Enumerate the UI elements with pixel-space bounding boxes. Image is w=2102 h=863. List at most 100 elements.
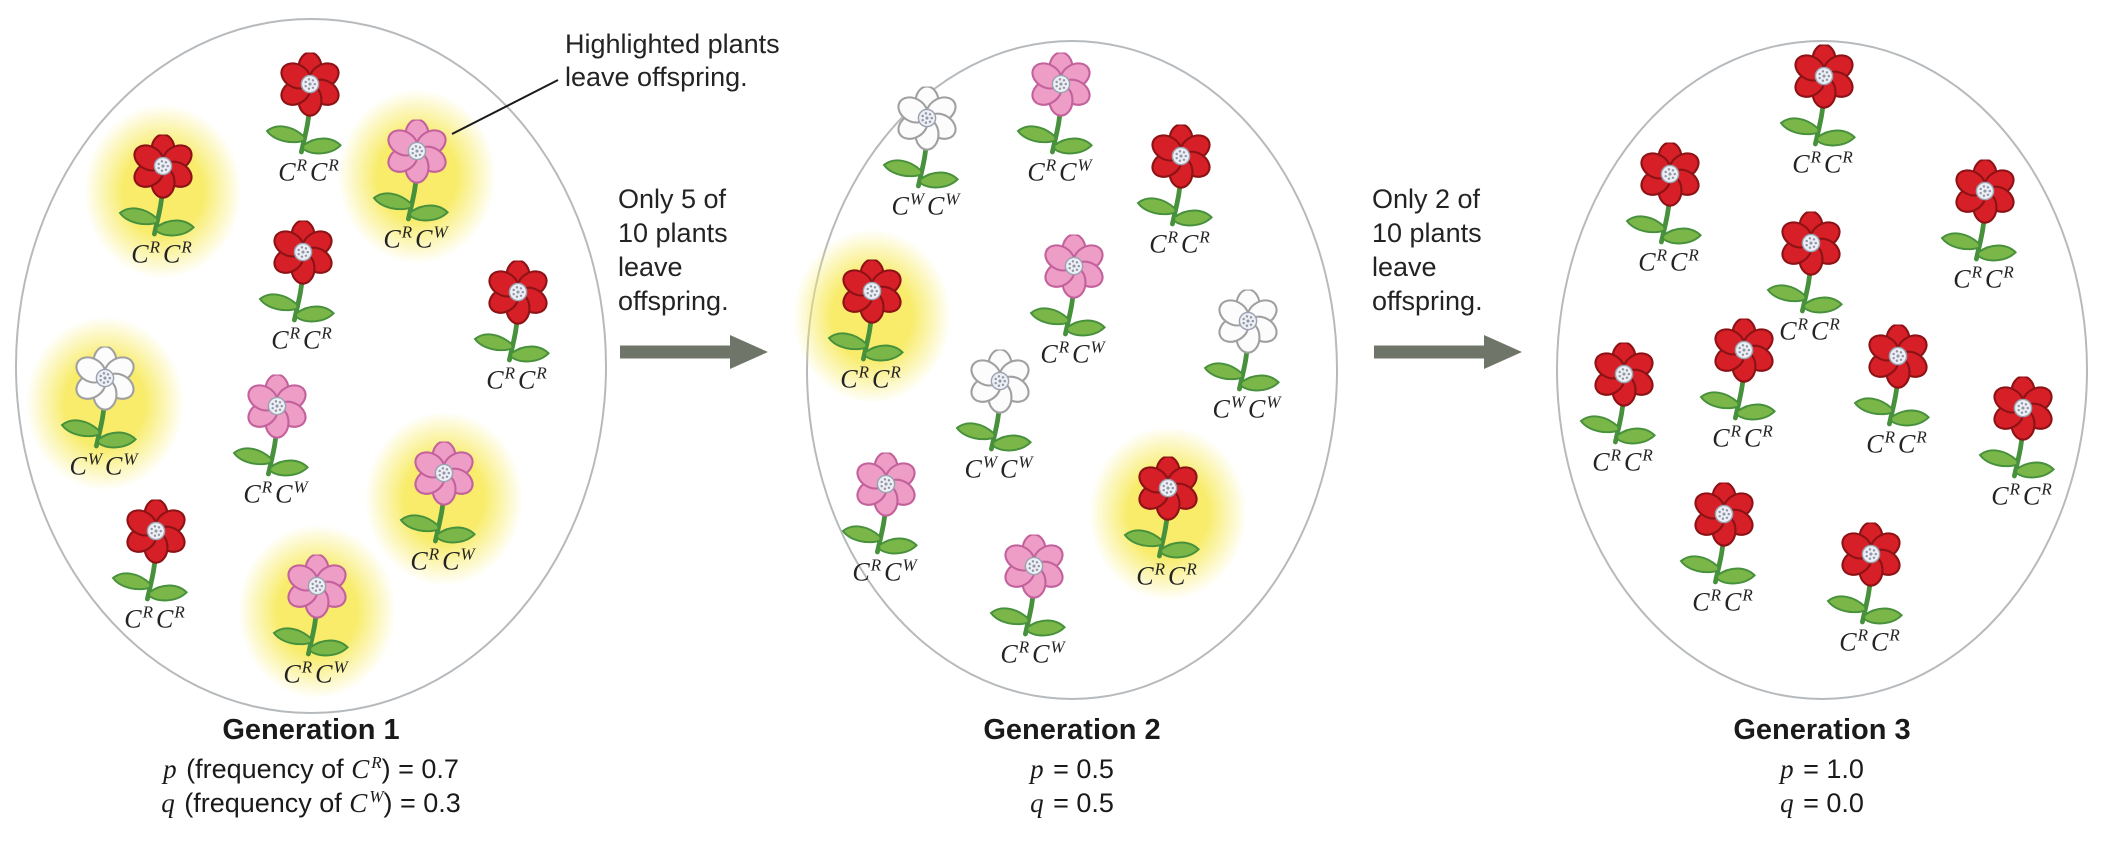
- allele-superscript: R: [1186, 559, 1197, 579]
- caption-text-segment: W: [369, 787, 384, 806]
- allele-superscript: R: [890, 362, 901, 382]
- caption-text-segment: q: [161, 788, 175, 818]
- allele-letter: C: [131, 239, 149, 269]
- allele-superscript: R: [321, 323, 332, 343]
- red-flower-icon: [1696, 317, 1792, 430]
- generation-3-caption: Generation 3 p = 1.0 q = 0.0: [1622, 714, 2022, 820]
- allele-letter: C: [1824, 149, 1842, 179]
- red-flower-icon: [1776, 43, 1872, 156]
- allele-superscript: R: [1199, 227, 1210, 247]
- allele-superscript: R: [870, 555, 882, 575]
- allele-superscript: R: [1797, 314, 1808, 334]
- white-flower-icon: [879, 85, 975, 198]
- pink-flower-icon: [838, 451, 934, 564]
- allele-letter: C: [1712, 423, 1730, 453]
- caption-text-segment: (frequency of: [178, 754, 352, 784]
- allele-letter: C: [891, 191, 909, 221]
- allele-superscript: R: [1842, 147, 1853, 167]
- allele-superscript: W: [1077, 155, 1092, 175]
- allele-superscript: R: [1889, 625, 1900, 645]
- allele-letter: C: [1744, 423, 1762, 453]
- allele-letter: C: [315, 659, 333, 689]
- allele-letter: C: [275, 479, 293, 509]
- allele-letter: C: [927, 191, 945, 221]
- allele-superscript: R: [858, 362, 869, 382]
- red-flower-icon: [255, 219, 351, 332]
- allele-superscript: R: [401, 222, 413, 242]
- caption-text-segment: p: [1030, 754, 1044, 784]
- allele-superscript: R: [289, 323, 300, 343]
- red-flower-icon: [115, 133, 211, 246]
- allele-superscript: R: [1154, 559, 1165, 579]
- allele-superscript: W: [293, 477, 308, 497]
- allele-superscript: W: [433, 222, 448, 242]
- allele-superscript: W: [945, 189, 960, 209]
- right-arrow-icon: [1372, 332, 1542, 372]
- allele-superscript: R: [1688, 245, 1699, 265]
- pink-flower-icon: [369, 118, 465, 231]
- allele-letter: C: [852, 557, 870, 587]
- allele-superscript: R: [1762, 421, 1773, 441]
- allele-letter: C: [278, 157, 296, 187]
- red-flower-icon: [470, 259, 566, 372]
- allele-superscript: W: [909, 189, 924, 209]
- red-flower-icon: [1850, 323, 1946, 436]
- allele-superscript: R: [1829, 314, 1840, 334]
- allele-superscript: R: [1742, 585, 1753, 605]
- allele-letter: C: [163, 239, 181, 269]
- allele-letter: C: [518, 365, 536, 395]
- allele-superscript: R: [428, 544, 440, 564]
- allele-superscript: R: [536, 363, 547, 383]
- allele-letter: C: [1040, 339, 1058, 369]
- allele-letter: C: [1181, 229, 1199, 259]
- gen3-q-frequency: q = 0.0: [1622, 786, 2022, 820]
- right-arrow-icon: [618, 332, 788, 372]
- allele-letter: C: [2023, 481, 2041, 511]
- generation-3-title: Generation 3: [1733, 714, 1911, 746]
- allele-letter: C: [1027, 157, 1045, 187]
- generation-2-caption: Generation 2 p = 0.5 q = 0.5: [872, 714, 1272, 820]
- allele-superscript: R: [1916, 427, 1927, 447]
- generation-2-title: Generation 2: [983, 714, 1161, 746]
- caption-text-segment: q: [1780, 788, 1794, 818]
- transition-1-label-line-2: 10 plants: [618, 218, 728, 248]
- allele-letter: C: [383, 224, 401, 254]
- allele-superscript: W: [460, 544, 475, 564]
- pink-flower-icon: [986, 533, 1082, 646]
- allele-superscript: R: [1610, 445, 1621, 465]
- allele-superscript: W: [1018, 452, 1033, 472]
- allele-superscript: W: [123, 449, 138, 469]
- allele-superscript: W: [1230, 392, 1245, 412]
- red-flower-icon: [1120, 455, 1216, 568]
- allele-letter: C: [410, 546, 428, 576]
- pink-flower-icon: [269, 553, 365, 666]
- allele-letter: C: [486, 365, 504, 395]
- white-flower-icon: [1200, 288, 1296, 401]
